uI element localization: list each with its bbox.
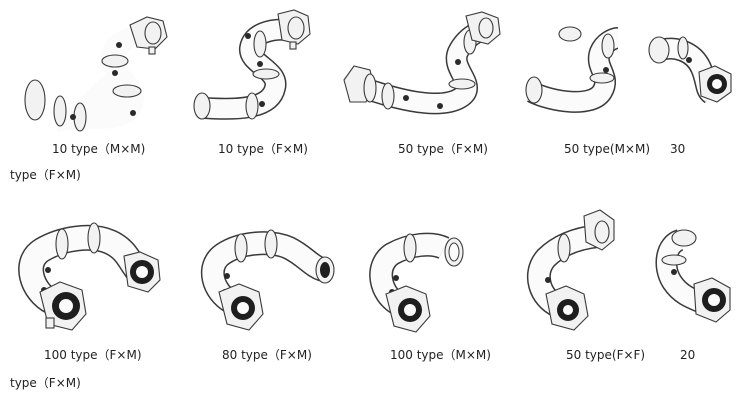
caption-50-fxm: 50 type（F×M)	[398, 142, 488, 156]
swivel-50-mxm-drawing	[522, 22, 630, 113]
swivel-100-fxm-drawing	[12, 222, 172, 340]
caption-10-fxm: 10 type（F×M)	[218, 142, 308, 156]
caption-100-mxm: 100 type（M×M)	[390, 348, 491, 362]
caption-20-number: 20	[680, 348, 696, 362]
swivel-20-fxm-drawing	[650, 226, 742, 336]
caption-50-fxf: 50 type(F×F)	[566, 348, 646, 362]
caption-30-type: type（F×M)	[10, 168, 81, 182]
swivel-30-fxm-drawing	[643, 28, 738, 108]
swivel-50-fxm-drawing	[340, 10, 510, 128]
caption-20-type: type（F×M)	[10, 376, 81, 390]
swivel-50-fxf-drawing	[518, 206, 618, 336]
swivel-80-fxm-drawing	[195, 226, 345, 338]
swivel-10-mxm-drawing	[15, 15, 185, 135]
caption-50-mxm: 50 type(M×M)	[564, 142, 651, 156]
caption-30-number: 30	[670, 142, 686, 156]
swivel-100-mxm-drawing	[362, 226, 480, 338]
caption-10-mxm: 10 type（M×M)	[52, 142, 146, 156]
caption-80-fxm: 80 type（F×M)	[222, 348, 312, 362]
swivel-10-fxm-drawing	[190, 8, 325, 126]
caption-100-fxm: 100 type（F×M)	[44, 348, 142, 362]
